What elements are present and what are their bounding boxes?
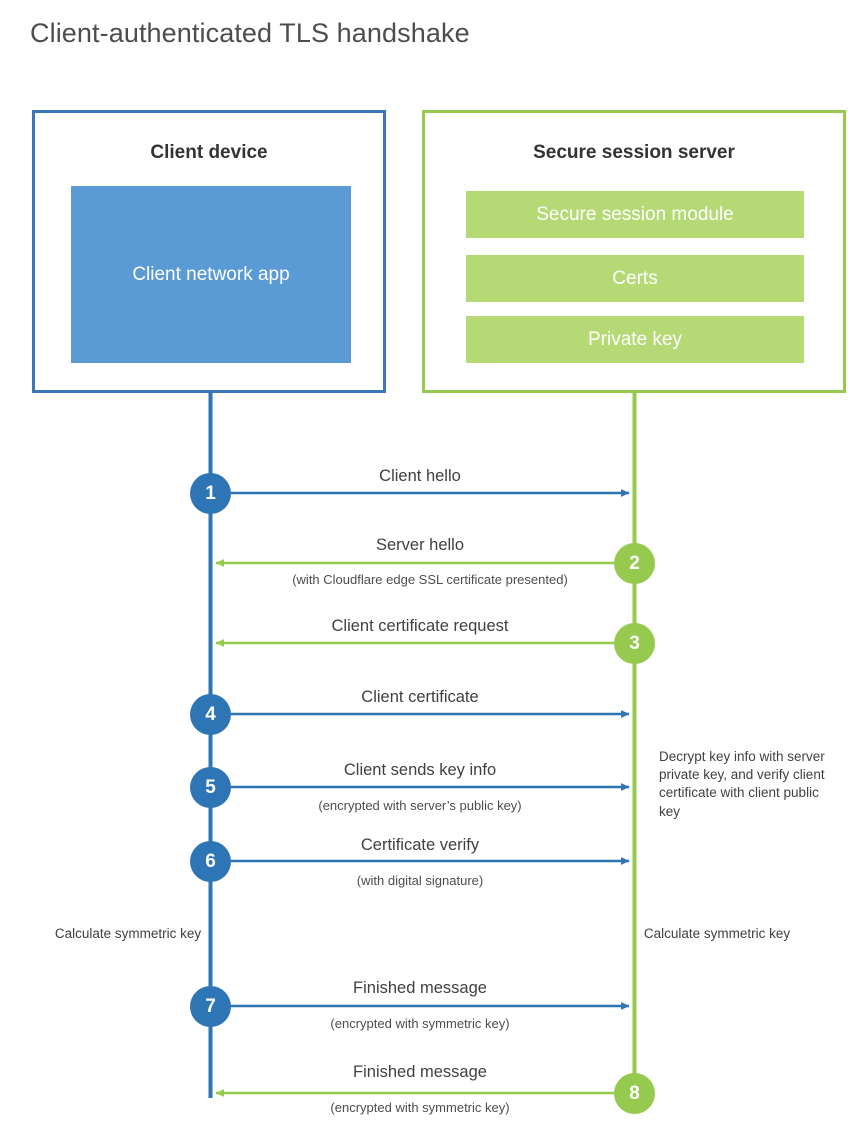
step-sublabel-5: (encrypted with server’s public key) (318, 798, 522, 813)
step-label-1: Client hello (379, 467, 461, 485)
server-bar-secure-session-module: Secure session module (466, 191, 804, 238)
step-label-5: Client sends key info (343, 761, 497, 779)
secure-session-server-title: Secure session server (533, 142, 735, 163)
client-device-box: Client device Client network app (32, 110, 386, 393)
step-badge-5[interactable]: 5 (190, 767, 231, 808)
step-sublabel-2: (with Cloudflare edge SSL certificate pr… (292, 572, 568, 587)
step-badge-4[interactable]: 4 (190, 694, 231, 735)
server-bar-private-key: Private key (466, 316, 804, 363)
step-badge-2[interactable]: 2 (614, 543, 655, 584)
client-network-app-block: Client network app (71, 186, 351, 363)
client-device-title: Client device (150, 142, 268, 163)
step-sublabel-8: (encrypted with symmetric key) (330, 1100, 510, 1115)
secure-session-server-box: Secure session server Secure session mod… (422, 110, 846, 393)
step-sublabel-7: (encrypted with symmetric key) (330, 1016, 510, 1031)
step-label-2: Server hello (375, 536, 465, 554)
step-label-7: Finished message (353, 979, 487, 997)
server-bar-certs: Certs (466, 255, 804, 302)
step-label-8: Finished message (353, 1063, 487, 1081)
step-label-3: Client certificate request (331, 617, 509, 635)
step-badge-8[interactable]: 8 (614, 1073, 655, 1114)
client-calculate-symmetric-key-note: Calculate symmetric key (54, 926, 202, 941)
step-badge-1[interactable]: 1 (190, 473, 231, 514)
page-title: Client-authenticated TLS handshake (30, 18, 470, 48)
step-badge-3[interactable]: 3 (614, 623, 655, 664)
server-decrypt-note: Decrypt key info with server private key… (659, 749, 825, 819)
step-sublabel-6: (with digital signature) (356, 873, 484, 888)
step-label-6: Certificate verify (360, 836, 480, 854)
server-calculate-symmetric-key-note: Calculate symmetric key (643, 926, 791, 941)
step-label-4: Client certificate (361, 688, 479, 706)
step-badge-7[interactable]: 7 (190, 986, 231, 1027)
step-badge-6[interactable]: 6 (190, 841, 231, 882)
